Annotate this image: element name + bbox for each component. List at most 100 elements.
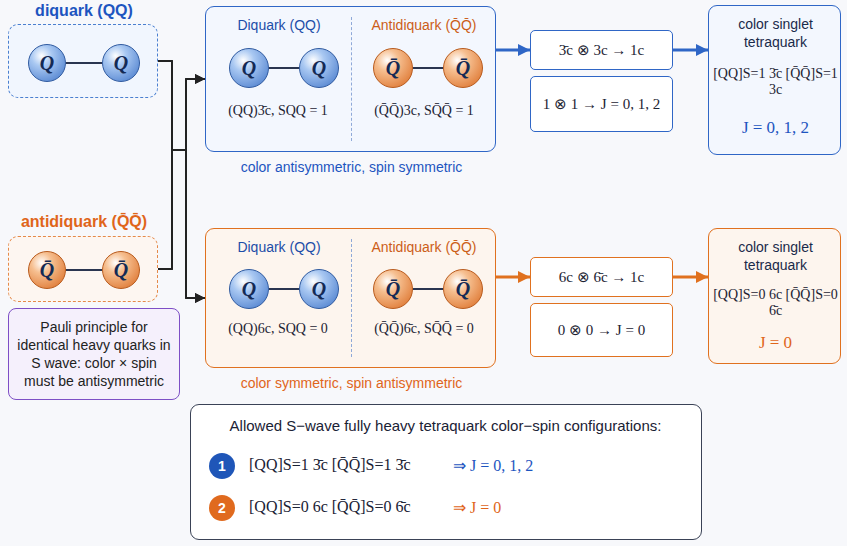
node-text: Antidiquark (Q̄Q̄)	[356, 17, 492, 33]
node-text: Diquark (QQ)	[212, 239, 346, 255]
quark-circle: Q	[229, 48, 269, 88]
quark-circle: Q̄	[373, 269, 413, 309]
text-slot: J = 0, 1, 2	[713, 118, 838, 138]
text-slot: Antidiquark (Q̄Q̄)	[356, 17, 492, 33]
text-slot: J = 0	[713, 333, 838, 353]
text-slot: 2	[209, 495, 235, 521]
node-text: (Q̄Q̄)3c, SQ̄Q̄ = 1	[354, 103, 494, 119]
note-box: Pauli principle for identical heavy quar…	[8, 308, 180, 400]
text-slot: 1	[209, 453, 235, 479]
quark-circle: Q	[229, 269, 269, 309]
node-text: 3̄c ⊗ 3c → 1c	[559, 41, 644, 59]
node-text: [QQ]S=0 6c [Q̄Q̄]S=0 6̄c	[249, 498, 449, 516]
text-slot: Q	[29, 45, 65, 81]
node-text: ⇒ J = 0, 1, 2	[453, 456, 653, 475]
text-slot: Q	[230, 270, 268, 308]
node-text: Q	[40, 52, 54, 75]
text-slot: color antisymmetric, spin symmetric	[206, 159, 497, 175]
text-slot: Q	[300, 49, 338, 87]
text-slot: Diquark (QQ)	[212, 17, 346, 33]
summary-box: Allowed S−wave fully heavy tetraquark co…	[190, 404, 702, 540]
node-text: Diquark (QQ)	[212, 17, 346, 33]
node-text: J = 0	[713, 333, 838, 353]
text-slot: (QQ)6c, SQQ = 0	[208, 321, 348, 337]
node-text: color antisymmetric, spin symmetric	[206, 159, 497, 175]
text-slot: Q	[103, 45, 139, 81]
dashed-divider	[351, 239, 352, 357]
connector	[269, 288, 299, 290]
text-slot: [QQ]S=0 6c [Q̄Q̄]S=0 6̄c	[713, 287, 838, 319]
node-text: antidiquark (Q̄Q̄)	[9, 213, 159, 231]
text-slot: Q̄	[444, 49, 482, 87]
node-text: color symmetric, spin antisymmetric	[206, 375, 497, 391]
text-slot: Q̄	[374, 49, 412, 87]
node-text: Q	[242, 57, 256, 80]
node-text: Q̄	[114, 259, 128, 282]
configuration-box: Diquark (QQ) (QQ)3̄c, SQQ = 1 Antidiquark …	[205, 6, 496, 152]
node-text: [QQ]S=1 3̄c [Q̄Q̄]S=1 3̄c	[249, 456, 449, 474]
quark-circle: Q̄	[443, 269, 483, 309]
text-slot: Q̄	[29, 252, 65, 288]
equation-box: 1 ⊗ 1 → J = 0, 1, 2	[530, 76, 673, 132]
text-slot: ⇒ J = 0, 1, 2	[453, 456, 653, 475]
quark-circle: Q	[102, 44, 140, 82]
text-slot: 6c ⊗ 6̄c → 1c	[531, 258, 672, 296]
number-badge: 1	[209, 453, 235, 479]
text-slot: Antidiquark (Q̄Q̄)	[356, 239, 492, 255]
text-slot: [QQ]S=0 6c [Q̄Q̄]S=0 6̄c	[249, 498, 449, 516]
connector	[158, 79, 205, 269]
node-text: Antidiquark (Q̄Q̄)	[356, 239, 492, 255]
node-text: Q	[312, 57, 326, 80]
node-text: color singlet tetraquark	[713, 16, 838, 51]
quark-circle: Q̄	[373, 48, 413, 88]
node-text: Pauli principle for identical heavy quar…	[15, 318, 173, 391]
text-slot: [QQ]S=1 3̄c [Q̄Q̄]S=1 3̄c	[249, 456, 449, 474]
antidiquark-box: antidiquark (Q̄Q̄)Q̄Q̄	[8, 236, 158, 302]
node-text: Q̄	[456, 278, 470, 301]
node-text: (Q̄Q̄)6̄c, SQ̄Q̄ = 0	[354, 321, 494, 337]
text-slot: (Q̄Q̄)3c, SQ̄Q̄ = 1	[354, 103, 494, 119]
text-slot: (Q̄Q̄)6̄c, SQ̄Q̄ = 0	[354, 321, 494, 337]
dashed-divider	[351, 17, 352, 141]
text-slot: 1 ⊗ 1 → J = 0, 1, 2	[531, 77, 672, 131]
quark-circle: Q̄	[102, 251, 140, 289]
result-box: color singlet tetraquark [QQ]S=1 3̄c [Q̄Q…	[708, 5, 841, 155]
node-text: 0 ⊗ 0 → J = 0	[558, 321, 645, 339]
text-slot: Diquark (QQ)	[212, 239, 346, 255]
quark-circle: Q̄	[28, 251, 66, 289]
node-text: [QQ]S=1 3̄c [Q̄Q̄]S=1 3c	[713, 66, 838, 98]
node-text: Q	[242, 278, 256, 301]
text-slot: 3̄c ⊗ 3c → 1c	[531, 31, 672, 69]
text-slot: [QQ]S=1 3̄c [Q̄Q̄]S=1 3c	[713, 66, 838, 98]
node-text: Q	[114, 52, 128, 75]
text-slot: Allowed S−wave fully heavy tetraquark co…	[191, 417, 700, 434]
quark-circle: Q	[28, 44, 66, 82]
node-text: Q	[312, 278, 326, 301]
node-text: Q̄	[386, 57, 400, 80]
quark-circle: Q	[299, 48, 339, 88]
node-text: [QQ]S=0 6c [Q̄Q̄]S=0 6̄c	[713, 287, 838, 319]
text-slot: color singlet tetraquark	[713, 16, 838, 51]
connector	[158, 61, 205, 298]
text-slot: Q̄	[374, 270, 412, 308]
configuration-box: Diquark (QQ) (QQ)6c, SQQ = 0 Antidiquark (…	[205, 228, 496, 368]
connector	[496, 276, 530, 279]
node-text: color singlet tetraquark	[713, 239, 838, 274]
node-text: (QQ)6c, SQQ = 0	[208, 321, 348, 337]
connector	[673, 49, 708, 52]
node-text: (QQ)3̄c, SQQ = 1	[208, 103, 348, 119]
text-slot: Q	[300, 270, 338, 308]
text-slot: ⇒ J = 0	[453, 498, 653, 517]
node-text: ⇒ J = 0	[453, 498, 653, 517]
text-slot: diquark (QQ)	[9, 2, 159, 20]
result-box: color singlet tetraquark [QQ]S=0 6c [Q̄Q̄…	[708, 228, 841, 364]
quark-circle: Q̄	[443, 48, 483, 88]
text-slot: Pauli principle for identical heavy quar…	[9, 309, 179, 399]
quark-circle: Q	[299, 269, 339, 309]
node-text: 6c ⊗ 6̄c → 1c	[559, 268, 644, 286]
text-slot: (QQ)3̄c, SQQ = 1	[208, 103, 348, 119]
node-text: Allowed S−wave fully heavy tetraquark co…	[191, 417, 700, 434]
text-slot: Q̄	[103, 252, 139, 288]
connector	[66, 269, 102, 271]
text-slot: color singlet tetraquark	[713, 239, 838, 274]
